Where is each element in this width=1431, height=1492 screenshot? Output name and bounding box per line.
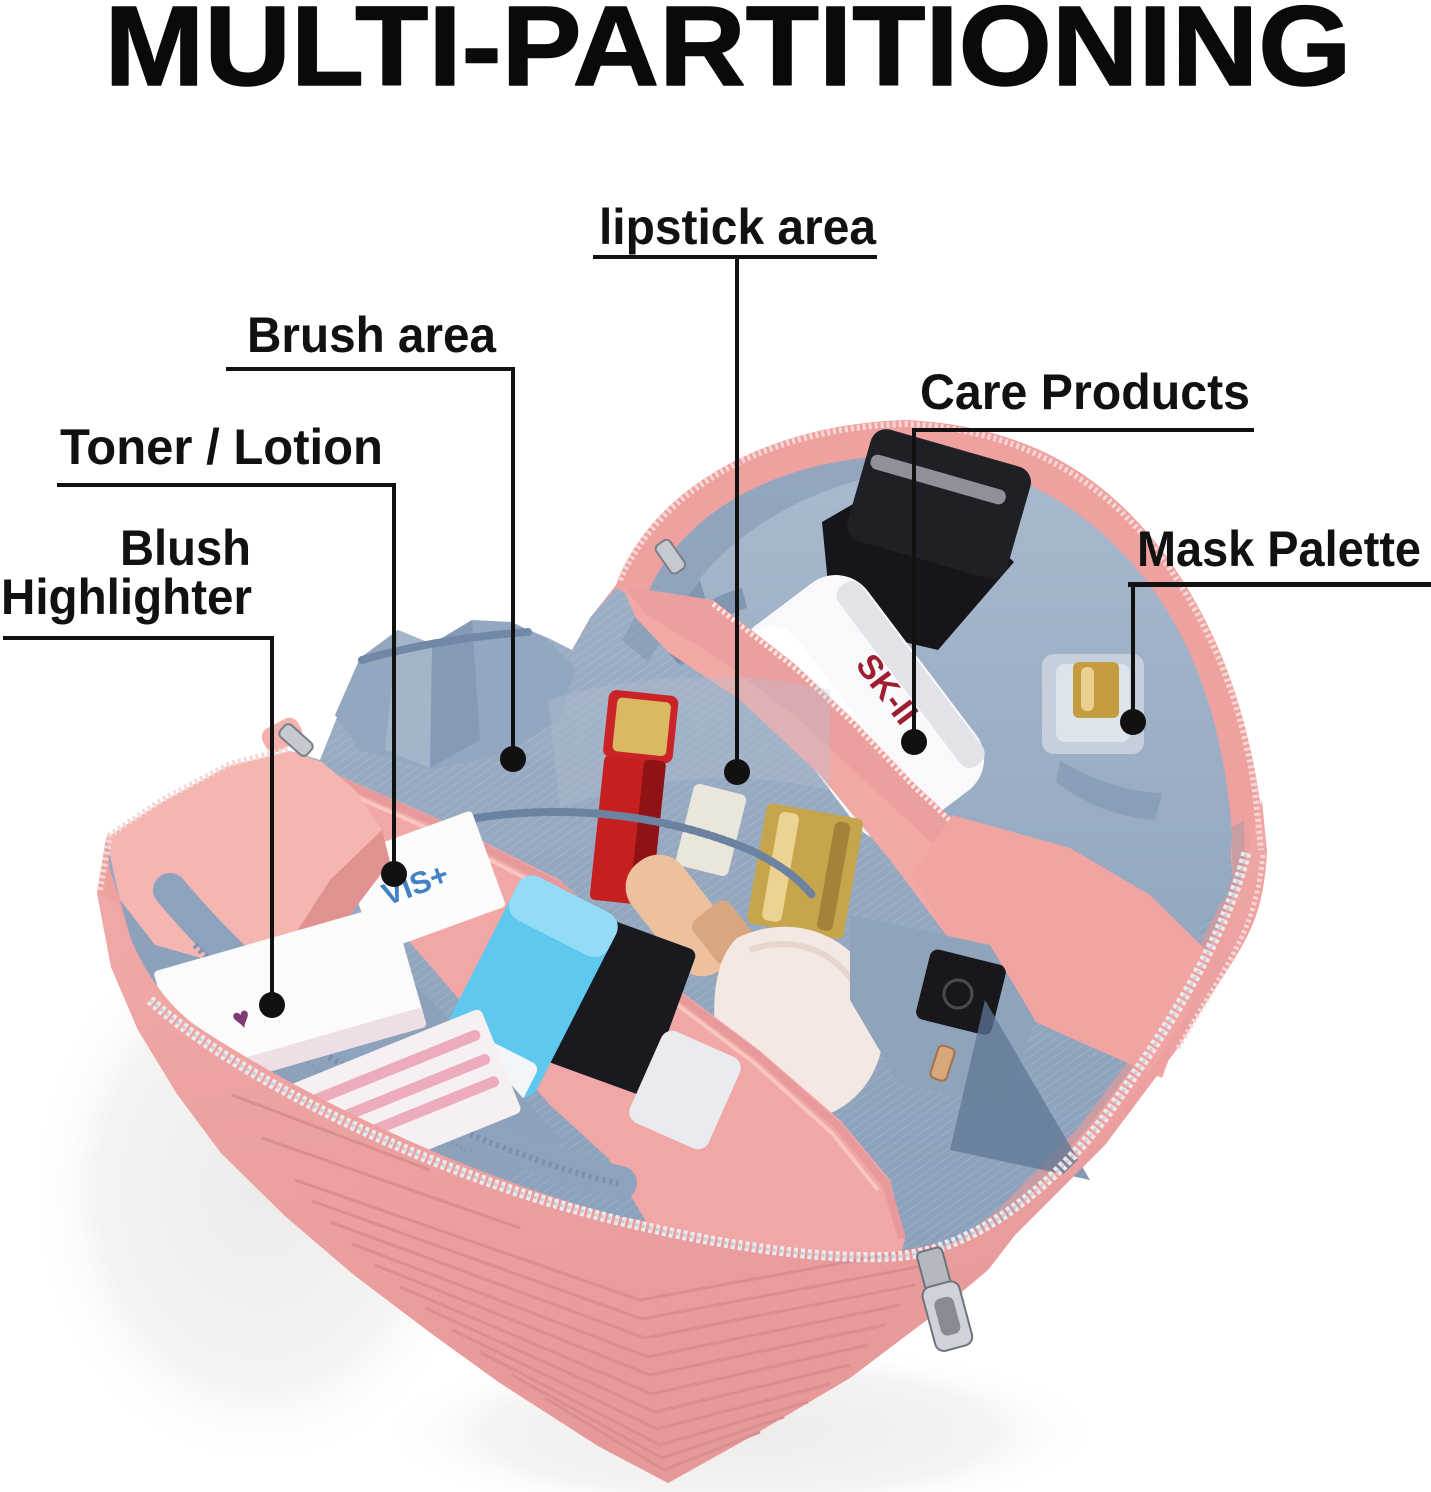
svg-text:Mask Palette: Mask Palette (1137, 521, 1421, 577)
svg-text:Brush area: Brush area (247, 307, 497, 363)
svg-text:lipstick area: lipstick area (599, 199, 877, 255)
svg-text:Care Products: Care Products (920, 364, 1250, 420)
svg-text:Toner / Lotion: Toner / Lotion (60, 419, 383, 475)
svg-text:Highlighter: Highlighter (1, 569, 252, 625)
svg-text:MULTI-PARTITIONING: MULTI-PARTITIONING (105, 0, 1352, 109)
svg-text:Blush: Blush (120, 520, 251, 576)
